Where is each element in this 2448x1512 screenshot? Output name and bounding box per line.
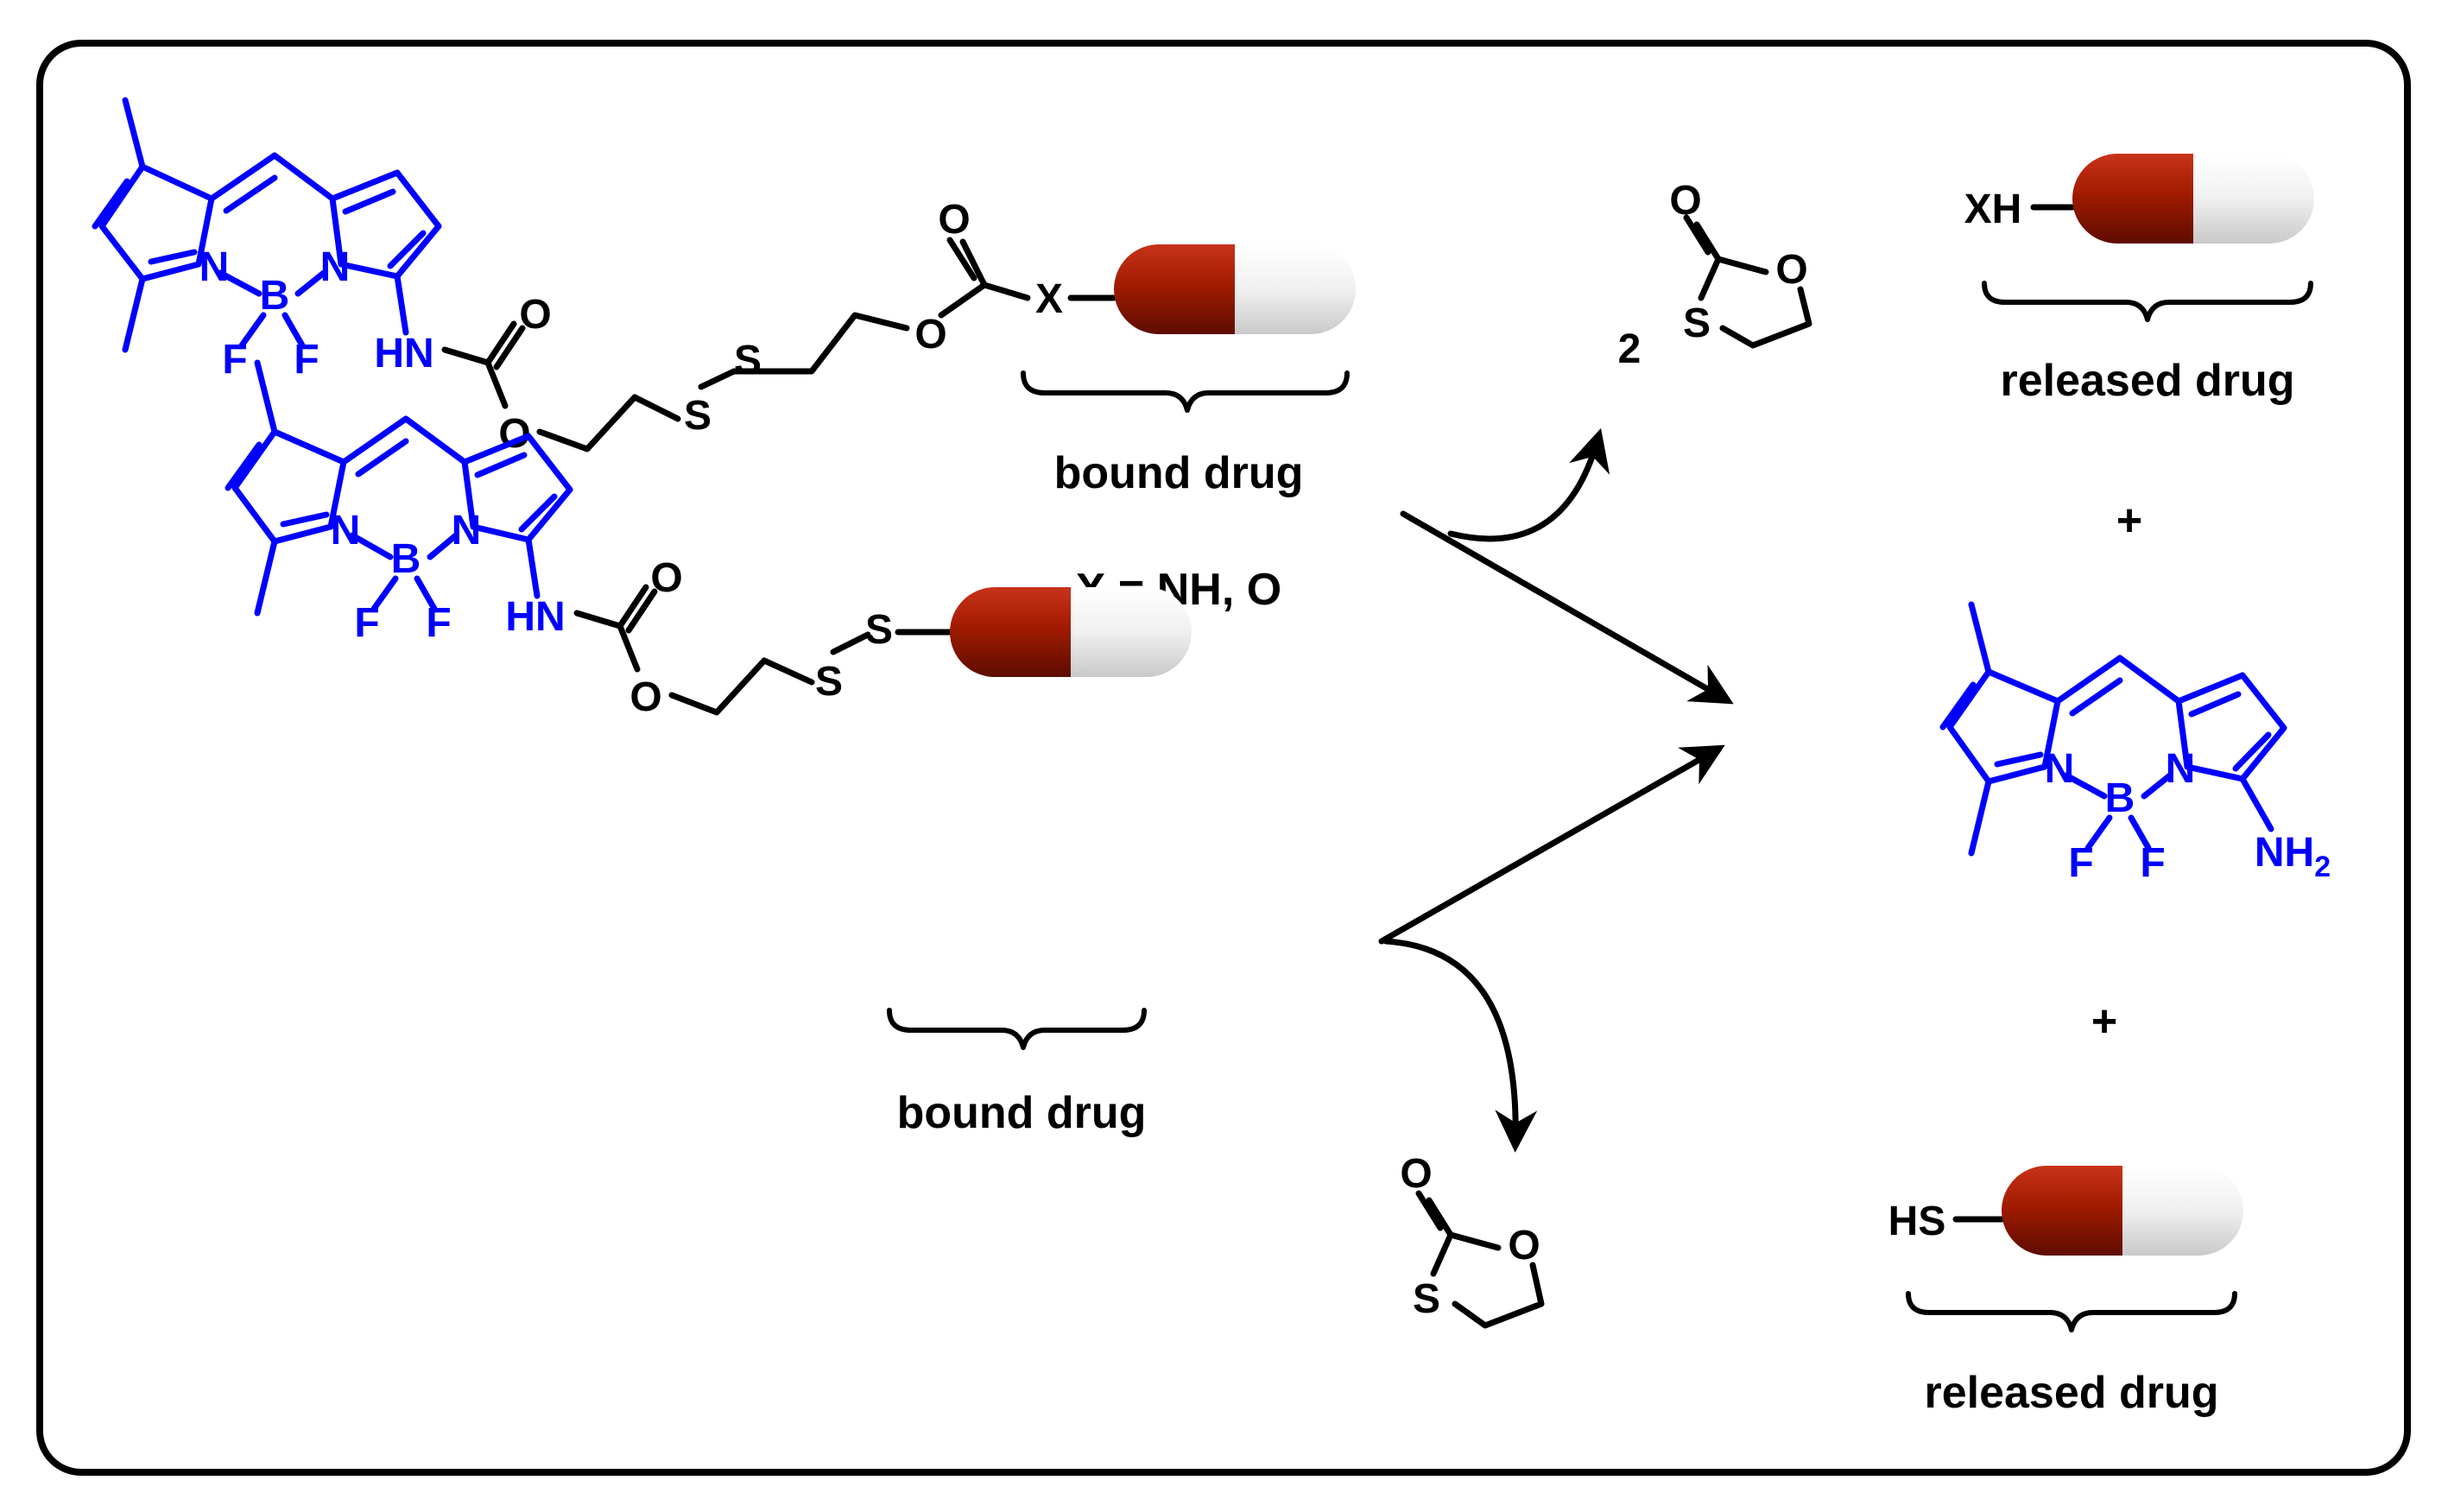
atom-f2-b: F xyxy=(426,600,451,646)
atom-o-ring-top: O xyxy=(1775,247,1807,293)
atom-o-ring-bottom: O xyxy=(1508,1223,1540,1268)
atom-o-ester-2: O xyxy=(914,312,946,357)
bodipy-core-bottom: N N B F F HN xyxy=(225,359,573,646)
capsule-released-drug-top xyxy=(2072,154,2314,244)
label-released-drug-bottom: released drug xyxy=(1924,1368,2218,1418)
capsule-bound-drug-bottom xyxy=(950,587,1192,677)
coefficient-2: 2 xyxy=(1618,326,1641,372)
atom-s-1: S xyxy=(684,393,712,439)
brace-released-drug-top xyxy=(1982,281,2313,322)
bodipy-amine-product: N N B F F NH2 xyxy=(1939,601,2331,886)
atom-n2-product: N xyxy=(2166,746,2196,792)
released-drug-hs: HS released drug xyxy=(1888,1166,2243,1418)
atom-n2: N xyxy=(320,244,351,290)
linker-bottom: O O S S xyxy=(573,555,953,720)
atom-n2-b: N xyxy=(452,508,482,554)
atom-b-product: B xyxy=(2105,775,2135,821)
atom-hn-b: HN xyxy=(505,594,565,640)
atom-o-ester-b: O xyxy=(629,674,661,720)
atom-n1-product: N xyxy=(2045,746,2075,792)
plus-sign-2: + xyxy=(2091,996,2117,1047)
atom-x: X xyxy=(1035,276,1063,322)
atom-o-exo-top: O xyxy=(1669,178,1701,224)
atom-b-b: B xyxy=(391,536,421,582)
atom-f2: F xyxy=(294,337,319,383)
released-drug-xh: XH released drug xyxy=(1964,154,2314,406)
atom-o-exo-bottom: O xyxy=(1400,1151,1432,1197)
atom-s-b1: S xyxy=(815,659,843,705)
brace-released-drug-bottom xyxy=(1906,1291,2237,1332)
reaction-arrows xyxy=(1378,427,1734,1153)
label-bound-drug-top: bound drug xyxy=(1054,448,1304,498)
label-released-drug-top: released drug xyxy=(2000,356,2294,406)
arrow-top-to-products xyxy=(1400,510,1734,705)
capsule-bound-drug-top xyxy=(1114,244,1356,334)
plus-sign-1: + xyxy=(2116,496,2142,546)
atom-hn: HN xyxy=(374,331,433,376)
atom-b: B xyxy=(260,273,290,319)
atom-n1: N xyxy=(199,244,230,290)
label-bound-drug-bottom: bound drug xyxy=(897,1088,1147,1138)
arrow-release-byproduct-top xyxy=(1447,427,1610,542)
atom-f1: F xyxy=(222,337,247,383)
brace-bound-drug-top xyxy=(1021,370,1350,413)
atom-nh2-product: NH2 xyxy=(2255,830,2331,883)
atom-f2-product: F xyxy=(2140,840,2165,886)
atom-f1-b: F xyxy=(354,600,379,646)
linker-top: O O S S O O X xyxy=(441,197,1117,457)
atom-s-2: S xyxy=(734,338,762,383)
brace-bound-drug-bottom xyxy=(887,1008,1147,1050)
oxathiolanone-bottom: O O S xyxy=(1400,1151,1545,1329)
atom-o-carbonyl-1: O xyxy=(519,292,551,338)
atom-s-ring-top: S xyxy=(1683,301,1711,346)
capsule-released-drug-bottom xyxy=(2002,1166,2243,1256)
arrow-bottom-to-products xyxy=(1378,744,1725,945)
atom-n1-b: N xyxy=(331,508,361,554)
atom-s-ring-bottom: S xyxy=(1413,1276,1440,1322)
bodipy-core-top: N N B F F HN xyxy=(92,97,442,383)
atom-hs: HS xyxy=(1888,1199,1946,1244)
atom-o-carbonyl-b: O xyxy=(650,555,682,601)
scheme-frame xyxy=(36,40,2411,1476)
arrow-release-byproduct-bottom xyxy=(1382,938,1538,1153)
atom-s-b2: S xyxy=(865,607,893,653)
atom-o-carbonyl-2: O xyxy=(938,197,970,243)
oxathiolanone-top: 2 O O S xyxy=(1618,178,1812,372)
atom-f1-product: F xyxy=(2068,840,2093,886)
atom-xh: XH xyxy=(1964,187,2022,232)
